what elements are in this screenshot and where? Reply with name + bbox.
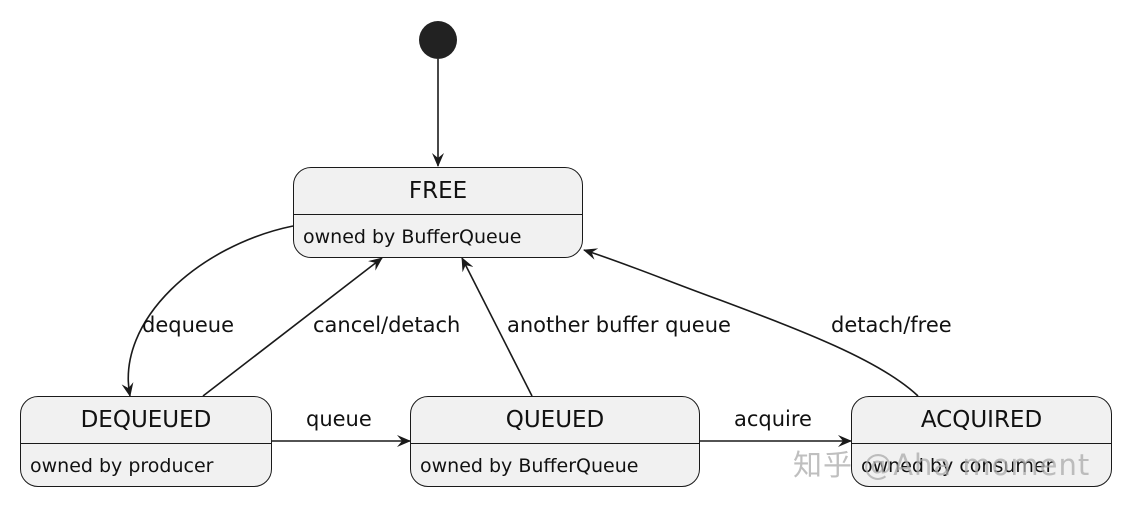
label-another-buffer-queue: another buffer queue	[507, 313, 731, 337]
initial-state-dot	[419, 21, 457, 59]
detach-free-arrow	[583, 248, 919, 397]
label-queue: queue	[306, 407, 372, 431]
state-acquired-desc: owned by consumer	[861, 455, 1054, 477]
state-dequeued-desc: owned by producer	[30, 455, 214, 477]
label-acquire: acquire	[734, 407, 812, 431]
state-dequeued-title: DEQUEUED	[21, 397, 271, 444]
state-free-desc: owned by BufferQueue	[303, 226, 522, 248]
state-queued-desc: owned by BufferQueue	[420, 455, 639, 477]
state-acquired: ACQUIRED owned by consumer	[851, 396, 1112, 487]
state-acquired-title: ACQUIRED	[852, 397, 1111, 444]
label-dequeue: dequeue	[142, 313, 235, 337]
state-free-title: FREE	[294, 168, 582, 215]
state-free: FREE owned by BufferQueue	[293, 167, 583, 258]
watermark: 知乎 @Aha moment	[793, 448, 1091, 482]
another-buffer-queue-arrow	[461, 257, 533, 397]
label-detach-free: detach/free	[831, 313, 952, 337]
state-queued: QUEUED owned by BufferQueue	[410, 396, 700, 487]
state-dequeued: DEQUEUED owned by producer	[20, 396, 272, 487]
label-cancel-detach: cancel/detach	[313, 313, 461, 337]
state-queued-title: QUEUED	[411, 397, 699, 444]
dequeue-arrow	[121, 225, 294, 397]
cancel-detach-arrow	[202, 257, 383, 397]
